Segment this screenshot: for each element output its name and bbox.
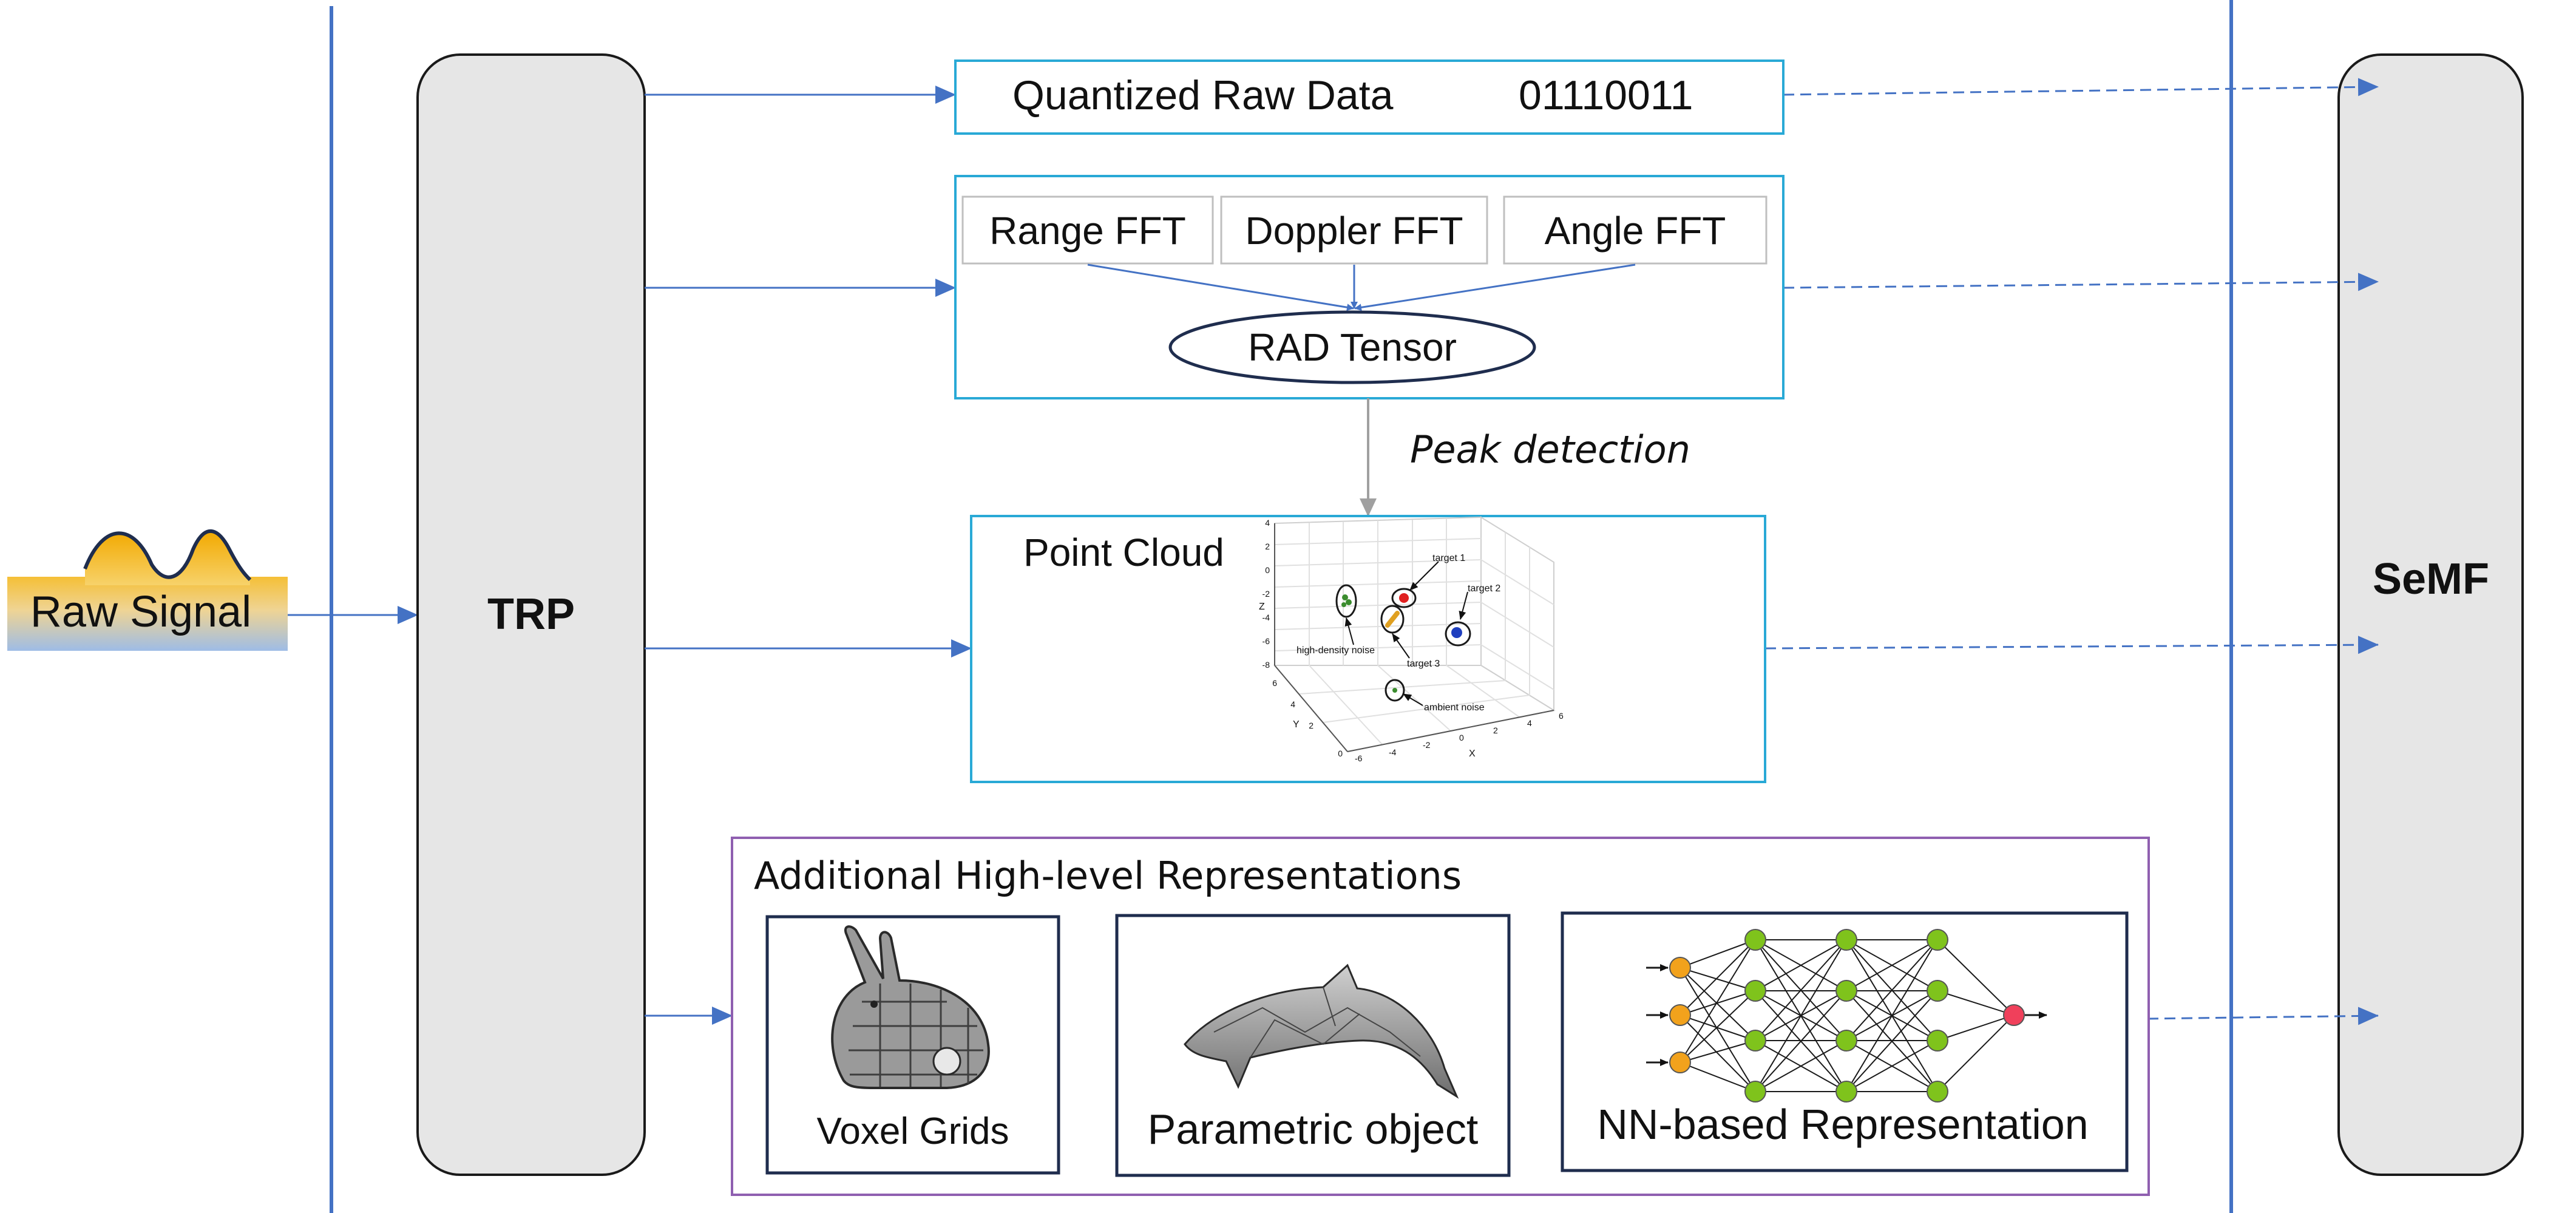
nn-node-l3-n3: [1927, 1081, 1948, 1103]
svg-text:2: 2: [1265, 542, 1270, 551]
nn-node-l3-n1: [1927, 980, 1948, 1002]
svg-text:6: 6: [1559, 711, 1564, 721]
svg-text:0: 0: [1338, 749, 1343, 758]
svg-text:-8: -8: [1263, 660, 1270, 670]
quantized-raw-data-box: Quantized Raw Data 01110011: [954, 59, 1785, 135]
svg-text:6: 6: [1272, 678, 1277, 688]
raw-signal-block: Raw Signal: [7, 529, 288, 651]
cluster-ambient-noise: [1385, 679, 1405, 702]
doppler-fft-label: Doppler FFT: [1245, 209, 1463, 253]
trp-label: TRP: [487, 590, 575, 639]
svg-text:-6: -6: [1355, 753, 1363, 763]
nn-node-l3-n0: [1927, 929, 1948, 951]
arrow-fft-to-semf: [1783, 273, 2379, 291]
nn-node-l0-n0: [1669, 957, 1691, 979]
nn-node-l3-n2: [1927, 1030, 1948, 1052]
bunny-icon: [831, 925, 990, 1089]
arrow-highlevel-to-semf: [2147, 1007, 2379, 1025]
rad-tensor-label: RAD Tensor: [1248, 325, 1457, 369]
nn-node-l2-n3: [1835, 1081, 1857, 1103]
svg-text:2: 2: [1309, 721, 1313, 730]
label-high-density-noise: high-density noise: [1296, 645, 1375, 656]
trp-panel: [416, 53, 646, 1176]
point-cloud-title: Point Cloud: [1023, 531, 1224, 574]
axis-y-label: Y: [1293, 719, 1300, 730]
svg-text:2: 2: [1493, 725, 1498, 735]
nn-node-l2-n1: [1835, 980, 1857, 1002]
cluster-target-1: [1391, 588, 1417, 608]
doppler-fft-stage: [1220, 195, 1488, 265]
raw-signal-label: Raw Signal: [30, 588, 251, 636]
label-target-3: target 3: [1407, 659, 1440, 669]
svg-text:-4: -4: [1263, 613, 1270, 622]
nn-node-l1-n0: [1744, 929, 1766, 951]
axis-x-label: X: [1469, 749, 1476, 759]
nn-node-l2-n0: [1835, 929, 1857, 951]
nn-node-l0-n2: [1669, 1052, 1691, 1073]
svg-text:4: 4: [1527, 718, 1532, 728]
range-fft-stage: [961, 195, 1214, 265]
svg-text:4: 4: [1265, 518, 1270, 528]
axis-z-label: Z: [1259, 602, 1265, 612]
arrow-pointcloud-to-semf: [1764, 636, 2379, 654]
label-ambient-noise: ambient noise: [1424, 702, 1485, 713]
nn-node-l1-n2: [1744, 1030, 1766, 1052]
svg-text:0: 0: [1265, 565, 1270, 575]
semf-panel: [2337, 53, 2524, 1176]
arrow-quantized-to-semf: [1783, 78, 2379, 97]
voxel-grids-card: Voxel Grids: [765, 915, 1060, 1175]
signal-wave-icon: [85, 531, 250, 585]
svg-text:-2: -2: [1263, 589, 1270, 599]
nn-node-l1-n1: [1744, 980, 1766, 1002]
cluster-target-2: [1445, 621, 1471, 647]
svg-text:-4: -4: [1389, 747, 1397, 757]
svg-text:-2: -2: [1423, 740, 1431, 750]
parametric-object-label: Parametric object: [1148, 1106, 1479, 1153]
svg-text:0: 0: [1459, 733, 1464, 742]
angle-fft-stage: [1503, 195, 1768, 265]
range-fft-label: Range FFT: [989, 209, 1186, 253]
cluster-high-density-noise: [1335, 584, 1357, 618]
cluster-target-3: [1380, 605, 1405, 634]
peak-detection-label: Peak detection: [1410, 427, 1690, 472]
high-level-box: Additional High-level Representations Vo…: [731, 837, 2150, 1196]
neural-network-icon: [1646, 929, 2047, 1103]
nn-node-l2-n2: [1835, 1030, 1857, 1052]
quantized-title: Quantized Raw Data: [1012, 72, 1394, 118]
fft-box: Range FFT Doppler FFT Angle FFT RAD Tens…: [954, 175, 1785, 399]
svg-text:4: 4: [1290, 699, 1295, 709]
point-cloud-plot: 4 2 0 -2 -4 -6 -8 Z 6 4 2 0 Y -6 -4 -2 0…: [1259, 516, 1564, 763]
nn-representation-label: NN-based Representation: [1597, 1101, 2088, 1148]
high-level-title: Additional High-level Representations: [754, 854, 1462, 898]
label-target-1: target 1: [1432, 553, 1465, 563]
point-cloud-box: Point Cloud: [970, 515, 1766, 783]
parametric-object-card: Parametric object: [1115, 914, 1511, 1177]
nn-representation-card: NN-based Representation: [1561, 911, 2129, 1172]
nn-node-l1-n3: [1744, 1081, 1766, 1103]
rad-tensor-node: [1168, 310, 1536, 384]
svg-text:-6: -6: [1263, 636, 1270, 646]
semf-label: SeMF: [2373, 555, 2489, 603]
nn-node-l0-n1: [1669, 1004, 1691, 1026]
angle-fft-label: Angle FFT: [1545, 209, 1726, 253]
quantized-bits: 01110011: [1519, 72, 1693, 118]
label-target-2: target 2: [1468, 583, 1500, 594]
nn-node-l4-n0: [2003, 1004, 2025, 1026]
dolphin-icon: [1184, 963, 1459, 1099]
voxel-grids-label: Voxel Grids: [816, 1110, 1009, 1152]
